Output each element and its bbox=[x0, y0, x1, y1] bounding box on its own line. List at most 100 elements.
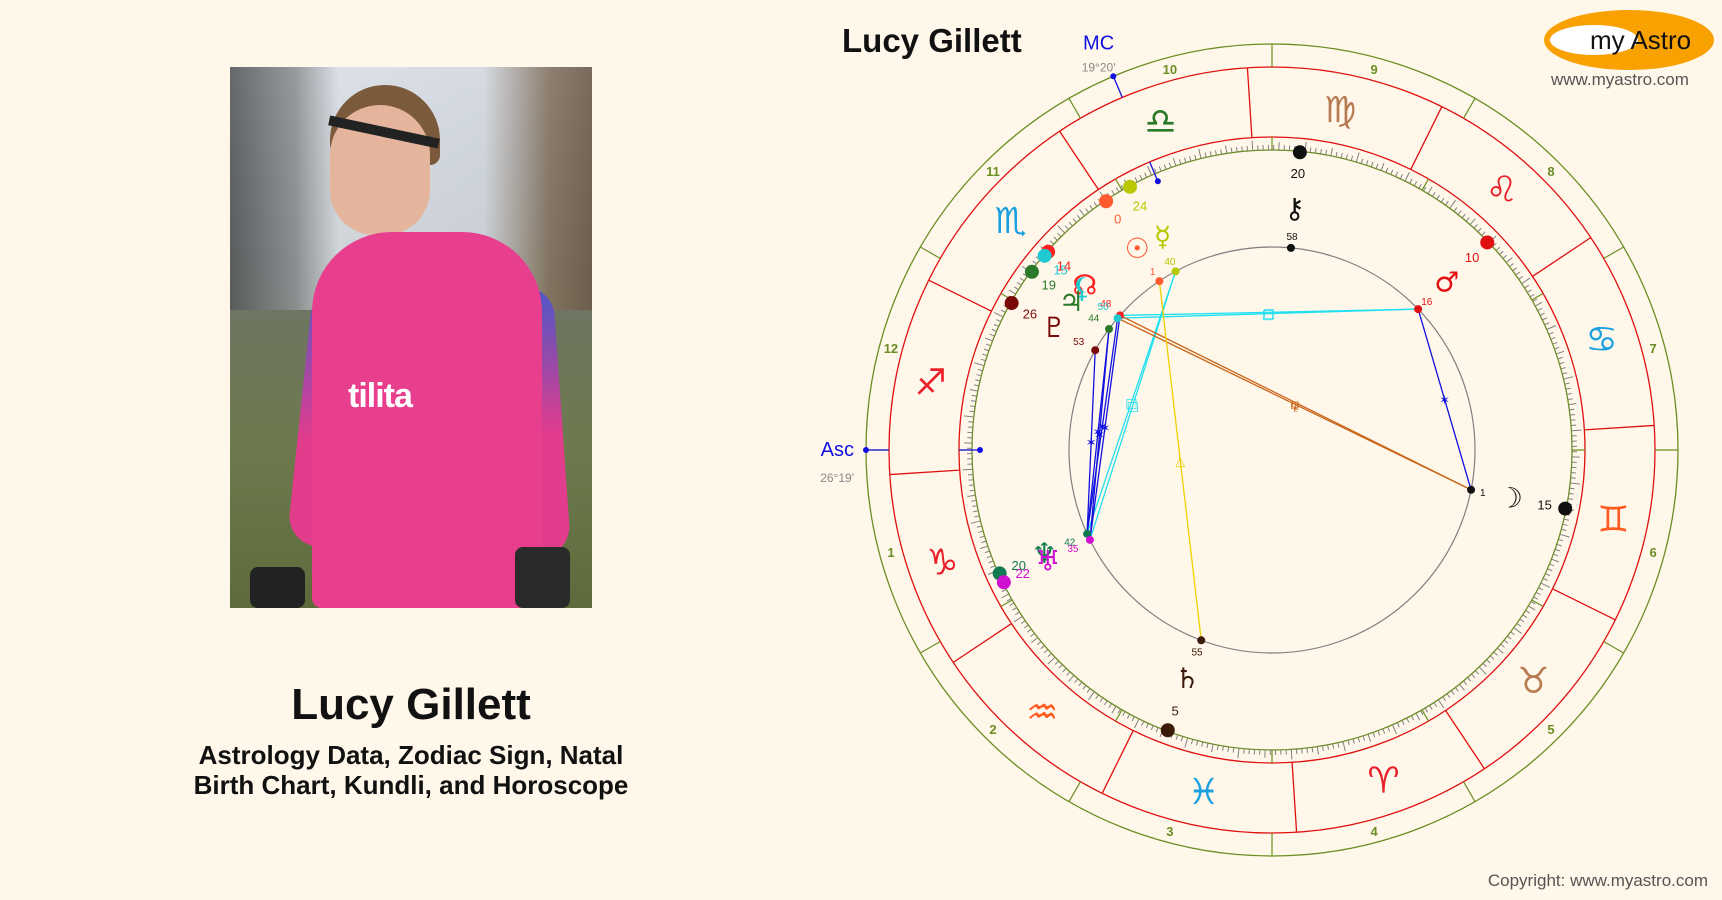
degree-tick bbox=[980, 358, 986, 362]
degree-tick bbox=[1111, 706, 1117, 714]
degree-tick bbox=[1556, 543, 1562, 547]
degree-tick bbox=[976, 525, 982, 528]
degree-tick bbox=[1521, 277, 1531, 285]
degree-tick bbox=[1540, 582, 1551, 588]
degree-tick bbox=[1535, 591, 1541, 596]
degree-tick bbox=[1206, 742, 1209, 749]
aspect-sextile-icon: ✶ bbox=[1097, 420, 1108, 435]
sign-boundary bbox=[1584, 424, 1655, 431]
degree-tick bbox=[1040, 645, 1045, 650]
degree-tick bbox=[1108, 703, 1113, 709]
sun-minute: 1 bbox=[1150, 267, 1156, 278]
degree-tick bbox=[1332, 743, 1335, 749]
degree-tick bbox=[1382, 728, 1386, 734]
sign-boundary bbox=[1059, 130, 1099, 190]
house-cusp-outer bbox=[920, 640, 941, 654]
chiron-marker bbox=[1292, 145, 1307, 160]
degree-tick bbox=[1057, 232, 1062, 238]
pluto-marker bbox=[1004, 296, 1019, 311]
degree-tick bbox=[1214, 150, 1217, 156]
degree-tick bbox=[1184, 737, 1189, 748]
house-cusp-outer bbox=[1462, 98, 1476, 119]
degree-tick bbox=[1377, 730, 1381, 736]
asc-label: Asc bbox=[821, 439, 854, 461]
pluto-minute: 53 bbox=[1073, 337, 1085, 348]
degree-tick bbox=[1522, 614, 1528, 618]
degree-tick bbox=[1546, 325, 1557, 330]
house-cusp-inner bbox=[1421, 709, 1430, 722]
uranus-aspect-point bbox=[1085, 535, 1094, 544]
degree-tick bbox=[1473, 224, 1478, 229]
saturn-marker bbox=[1160, 723, 1175, 738]
degree-tick bbox=[1436, 194, 1440, 200]
degree-tick bbox=[1545, 573, 1551, 577]
aspect-sextile bbox=[1417, 308, 1472, 490]
site-url-link[interactable]: www.myastro.com bbox=[1551, 70, 1689, 89]
degree-tick bbox=[1446, 693, 1451, 699]
sign-boundary bbox=[1101, 730, 1134, 794]
degree-tick bbox=[1449, 199, 1457, 209]
degree-tick bbox=[978, 530, 984, 533]
degree-tick bbox=[996, 319, 1002, 323]
degree-tick bbox=[1567, 398, 1573, 401]
mars-minute: 16 bbox=[1421, 297, 1433, 308]
myastro-logo[interactable]: my Astro bbox=[1544, 10, 1714, 70]
degree-tick bbox=[1569, 408, 1575, 411]
degree-tick bbox=[1495, 246, 1501, 251]
degree-tick bbox=[1316, 746, 1319, 755]
degree-tick bbox=[1337, 742, 1340, 748]
degree-tick bbox=[1079, 209, 1085, 217]
degree-tick bbox=[1431, 191, 1436, 197]
degree-tick bbox=[1327, 744, 1330, 750]
degree-tick bbox=[986, 555, 992, 559]
degree-tick bbox=[1463, 680, 1468, 686]
degree-tick bbox=[1147, 165, 1152, 176]
degree-tick bbox=[1222, 745, 1224, 752]
degree-tick bbox=[1367, 734, 1372, 742]
degree-tick bbox=[1427, 186, 1433, 194]
aspect-sextile-icon: ✶ bbox=[1086, 436, 1097, 451]
degree-tick bbox=[1314, 148, 1317, 154]
degree-tick bbox=[1290, 749, 1293, 760]
degree-tick bbox=[974, 515, 980, 518]
degree-tick bbox=[1016, 282, 1022, 286]
house-number: 5 bbox=[1547, 722, 1554, 737]
aspect-square-icon: □ bbox=[1262, 308, 1274, 323]
degree-tick bbox=[1565, 387, 1571, 390]
aspect-trine-icon: △ bbox=[1175, 455, 1185, 470]
sign-scorpio-icon: ♏ bbox=[994, 201, 1026, 242]
degree-tick bbox=[1375, 163, 1379, 169]
degree-tick bbox=[1549, 563, 1555, 567]
house-number: 6 bbox=[1649, 545, 1656, 560]
degree-tick bbox=[1481, 231, 1486, 236]
photo-shirt bbox=[312, 232, 542, 608]
degree-tick bbox=[1054, 660, 1060, 665]
degree-tick bbox=[1461, 213, 1466, 219]
degree-tick bbox=[1144, 172, 1148, 178]
mc-degree: 19°20' bbox=[1082, 60, 1116, 74]
subtitle-line-1: Astrology Data, Zodiac Sign, Natal bbox=[198, 740, 624, 770]
degree-tick bbox=[1562, 372, 1568, 375]
jupiter-aspect-point bbox=[1105, 324, 1114, 333]
degree-tick bbox=[969, 484, 975, 486]
neptune-minute: 42 bbox=[1064, 538, 1076, 549]
degree-tick bbox=[1507, 635, 1512, 640]
degree-tick bbox=[1564, 382, 1570, 385]
degree-tick bbox=[1510, 631, 1515, 636]
degree-tick bbox=[1496, 647, 1504, 654]
aspect-sextile bbox=[1086, 350, 1096, 534]
lilith-icon: ⚸ bbox=[1072, 272, 1093, 305]
degree-tick bbox=[1529, 293, 1535, 298]
sign-boundary bbox=[889, 469, 960, 476]
degree-tick bbox=[1311, 747, 1314, 753]
degree-tick bbox=[1486, 659, 1491, 664]
logo-text: my Astro bbox=[1590, 25, 1692, 55]
degree-tick bbox=[1232, 747, 1235, 753]
degree-tick bbox=[1342, 741, 1346, 752]
aspect-square bbox=[1117, 308, 1419, 319]
house-cusp-outer bbox=[1068, 781, 1082, 802]
degree-tick bbox=[1201, 741, 1204, 747]
sign-capricorn-icon: ♑ bbox=[926, 542, 958, 583]
